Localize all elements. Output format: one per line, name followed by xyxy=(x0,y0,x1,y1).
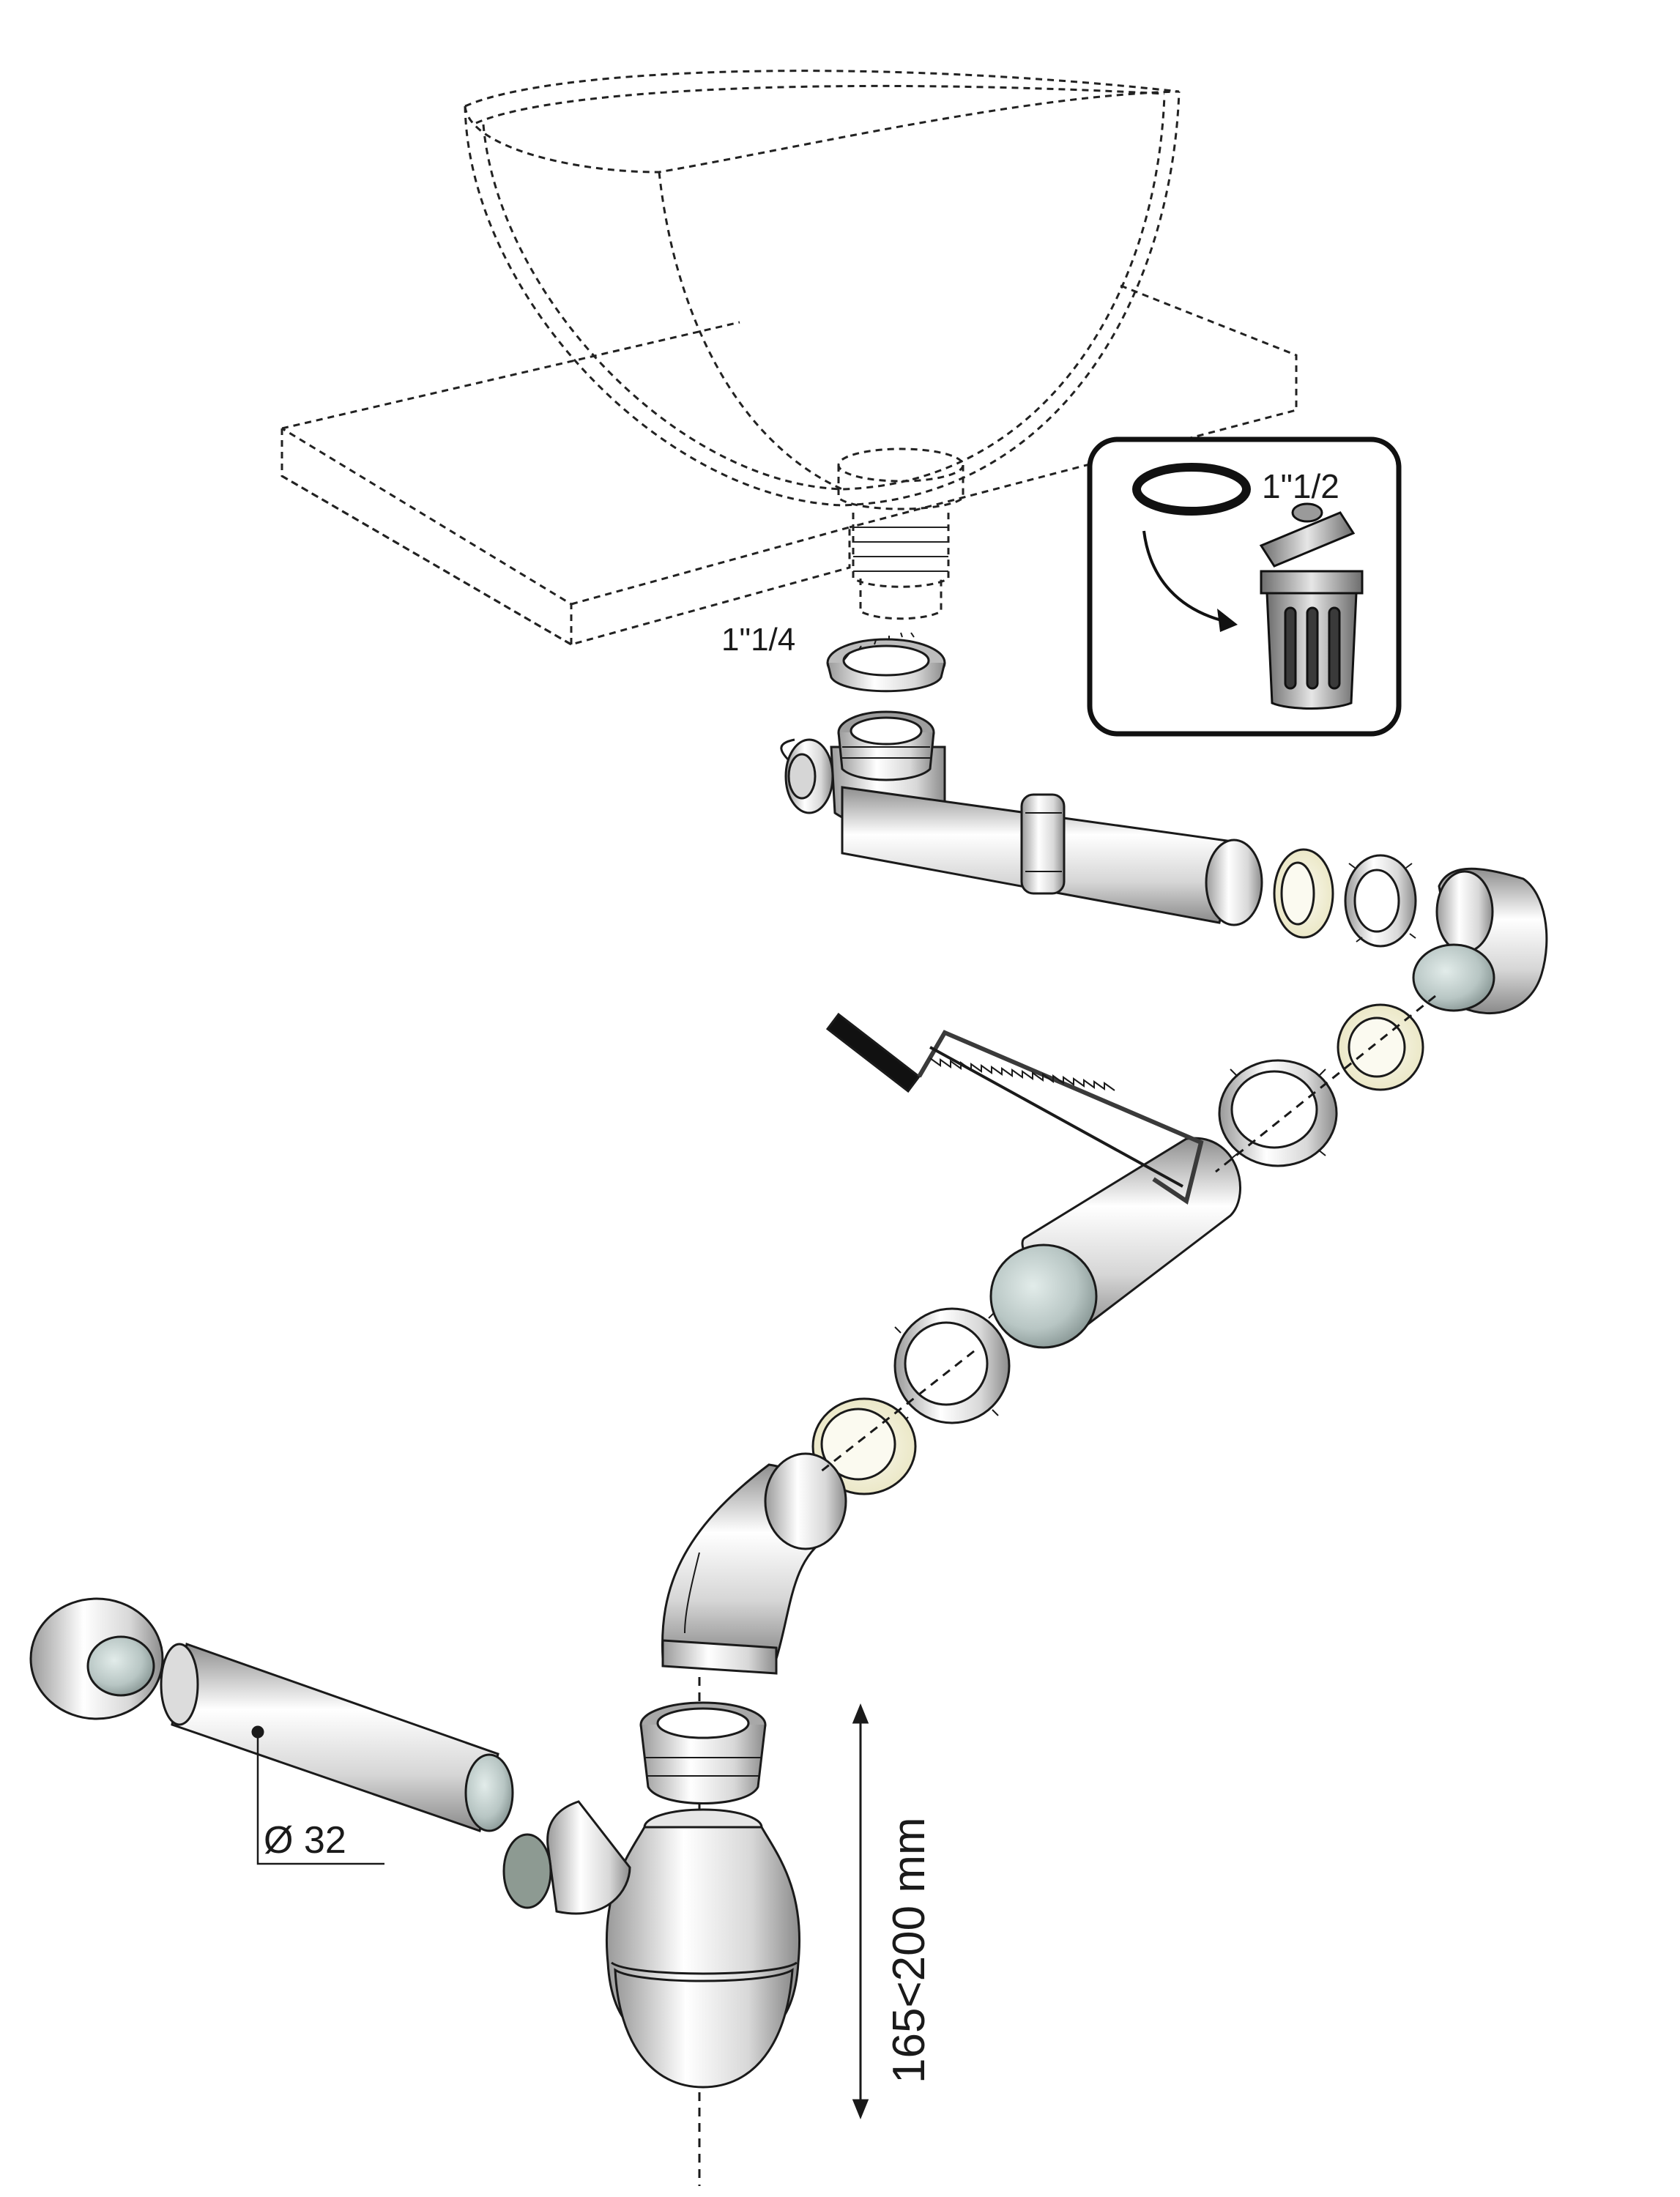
discard-washer-inset: 1"1/2 xyxy=(1087,436,1402,737)
tee-fitting xyxy=(780,710,946,830)
washbasin-outline xyxy=(464,70,1181,507)
lower-washer-right xyxy=(1337,1003,1424,1091)
middle-nut-right xyxy=(1218,1059,1338,1167)
washer-ring-icon xyxy=(1132,463,1251,516)
middle-nut-left xyxy=(893,1307,1011,1424)
bottle-trap xyxy=(502,1701,800,2089)
pipe-diameter-label: Ø 32 xyxy=(264,1819,346,1862)
diagonal-pipe xyxy=(989,1137,1241,1349)
upper-elbow xyxy=(1412,867,1548,1015)
washer-size-label: 1"1/2 xyxy=(1262,467,1339,505)
upper-washer xyxy=(1273,848,1334,939)
drain-thread-label: 1"1/4 xyxy=(721,622,795,658)
hacksaw-icon xyxy=(825,1012,1204,1205)
trash-bin-icon xyxy=(1259,502,1364,710)
height-range-label: 165<200 mm xyxy=(884,1817,934,2083)
outlet-pipe xyxy=(160,1642,514,1865)
discard-arrow-icon xyxy=(1142,530,1231,624)
assembly-axis-lines xyxy=(698,995,1436,2186)
height-dimension xyxy=(852,1703,869,2119)
upper-nut xyxy=(1344,854,1417,948)
top-horizontal-pipe xyxy=(841,786,1263,926)
drain-nut-ring xyxy=(826,632,946,693)
countertop-outline xyxy=(280,284,1298,646)
pop-up-drain xyxy=(837,447,964,620)
wall-rosette xyxy=(29,1597,164,1720)
lower-elbow xyxy=(661,1452,847,1675)
